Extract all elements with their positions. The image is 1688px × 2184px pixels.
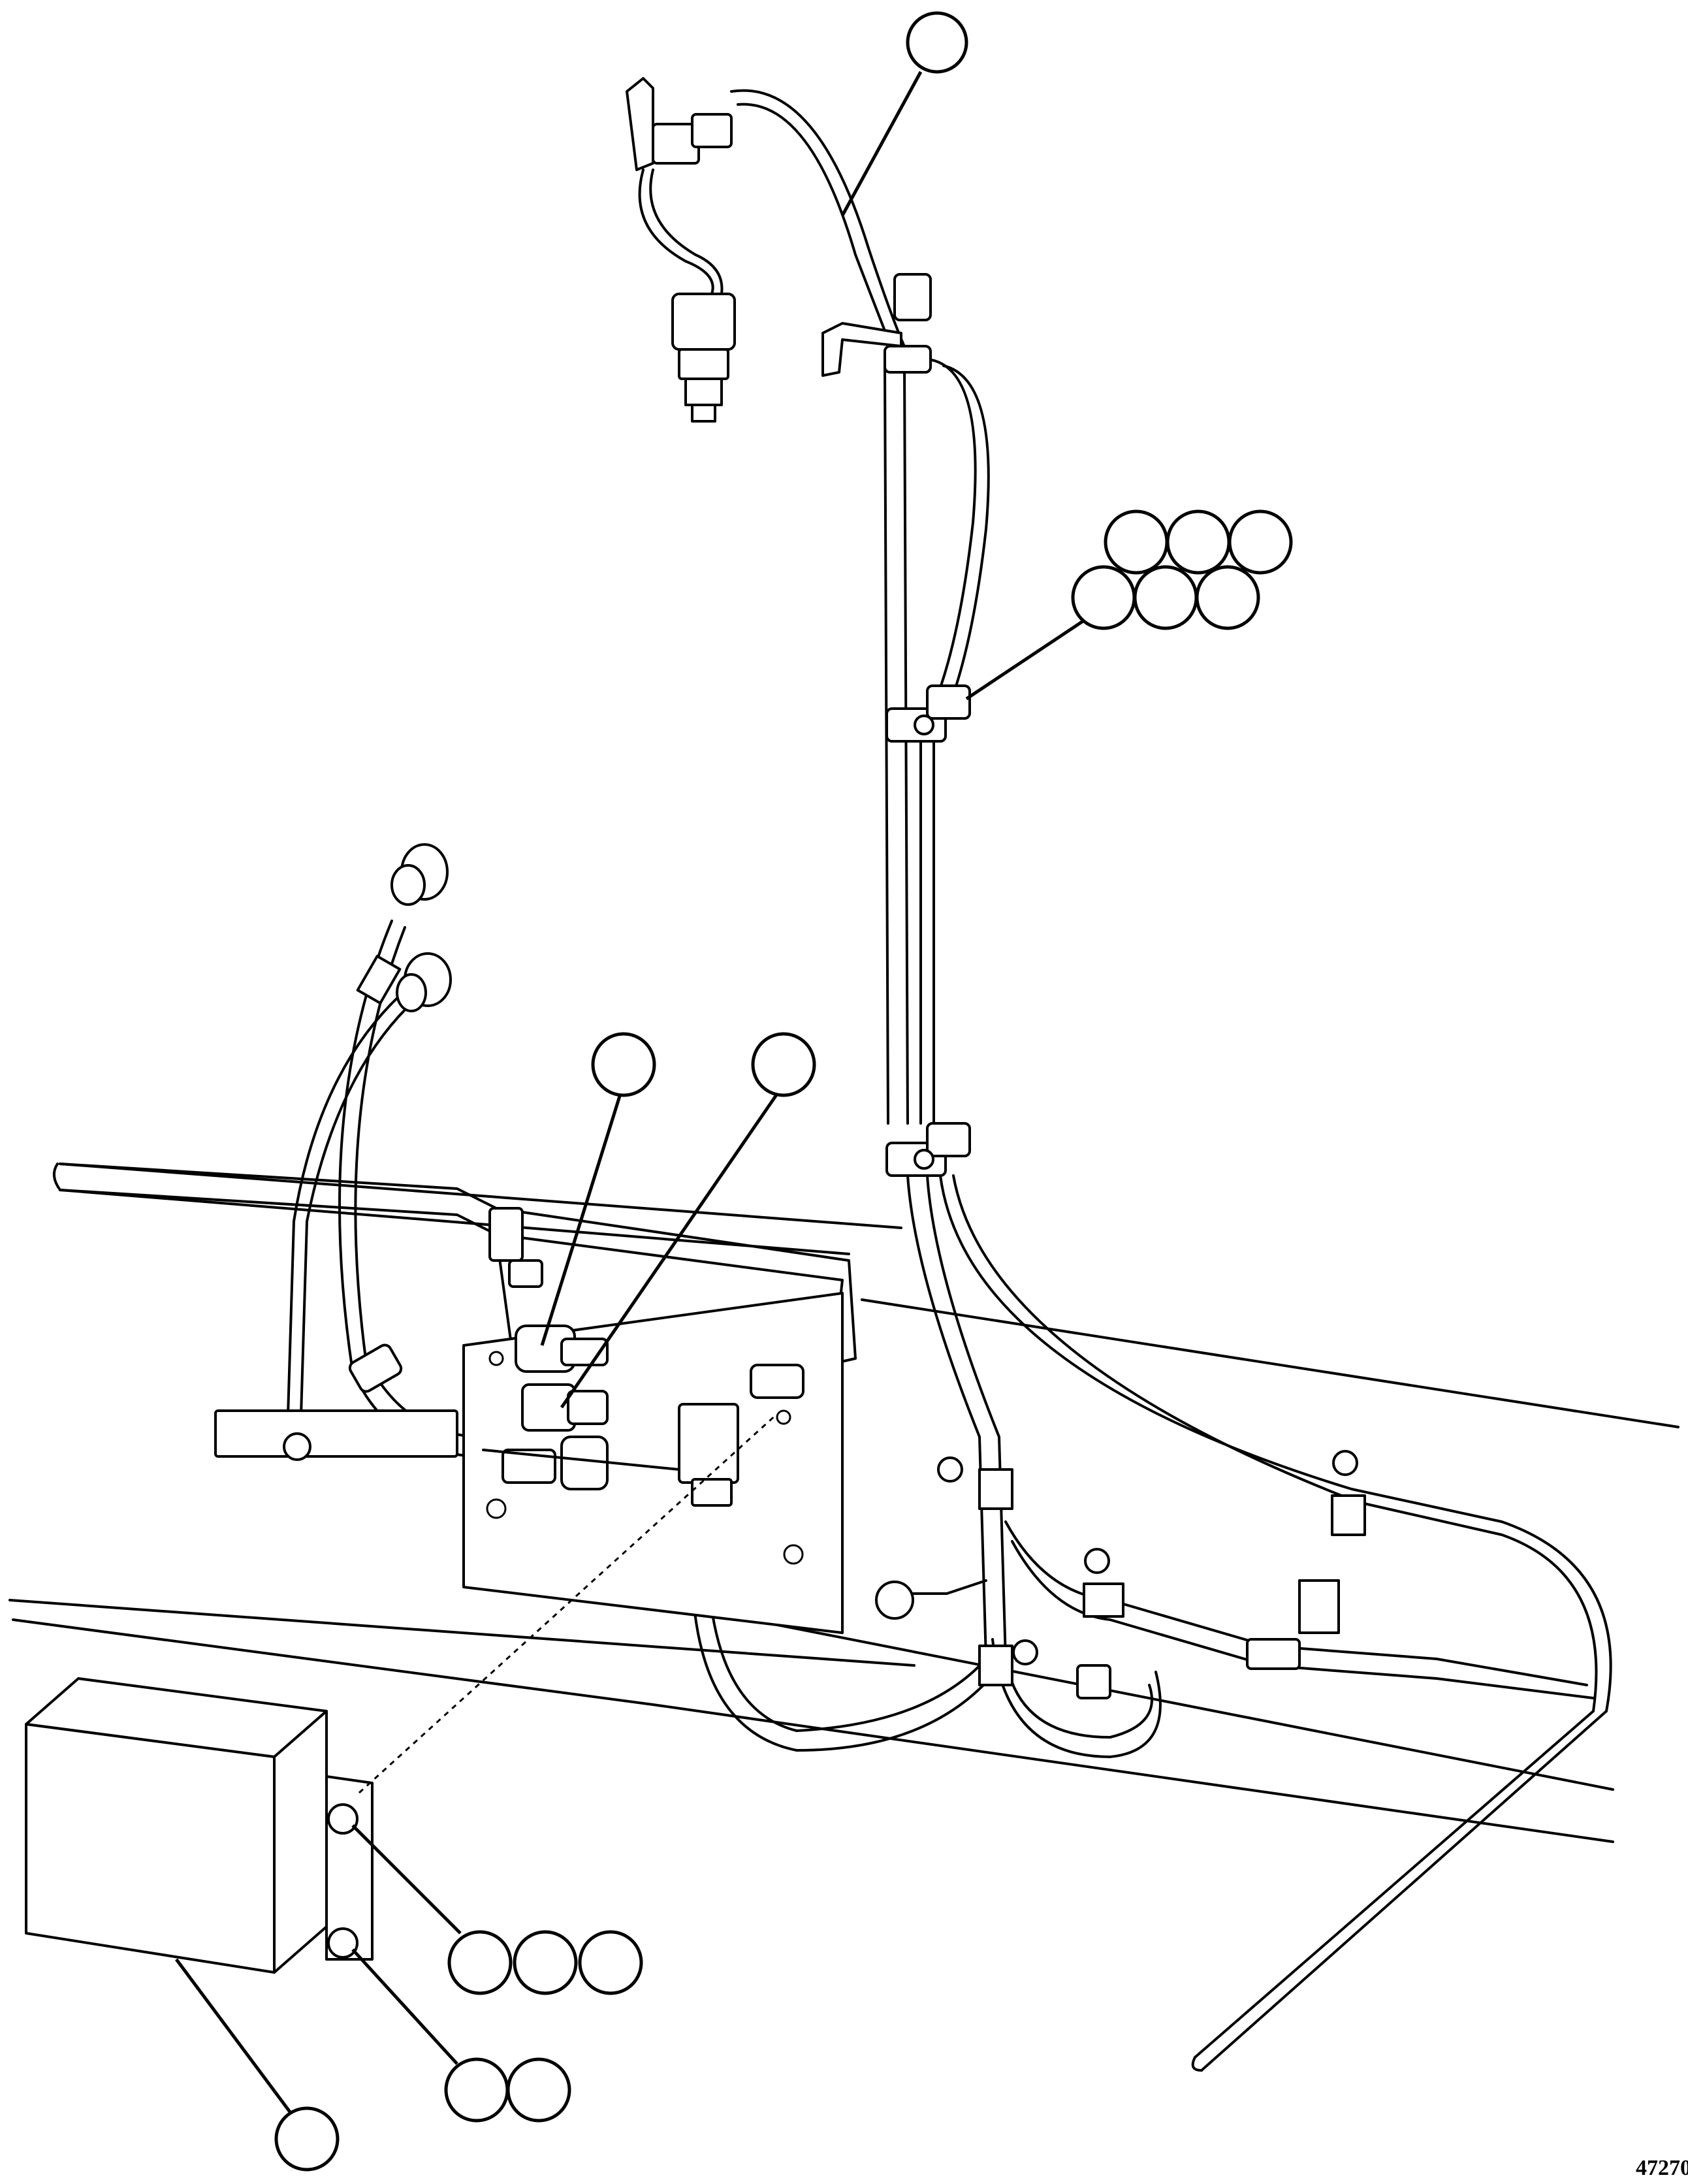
figure-number: 47270 <box>1636 2156 1688 2180</box>
callout-top <box>906 11 968 74</box>
cover-box <box>25 1677 374 1974</box>
callout-fastener-upper-2 <box>513 1930 578 1995</box>
switch-assembly <box>626 77 736 423</box>
callout-fastener-upper-3 <box>578 1930 643 1995</box>
lower-harness <box>691 1174 1612 2072</box>
callout-clamp-group-2 <box>1166 509 1231 575</box>
callout-clamp-group-3 <box>1228 509 1293 575</box>
frame-rails <box>8 1163 1680 1843</box>
harness-clamps <box>885 684 971 1177</box>
callout-clamp-group-4 <box>1071 565 1136 630</box>
upper-bracket <box>821 273 932 377</box>
upper-harness <box>730 89 990 1125</box>
callout-fastener-lower-2 <box>506 2057 571 2123</box>
callout-clamp-group-6 <box>1195 565 1260 630</box>
cable-harness-top <box>59 1163 857 1634</box>
callout-bracket-right <box>751 1032 816 1097</box>
callout-fastener-upper-1 <box>447 1930 513 1995</box>
callout-cover <box>274 2106 340 2172</box>
callout-bracket-left <box>591 1032 656 1097</box>
callout-clamp-group-1 <box>1104 509 1169 575</box>
callouts <box>174 11 1293 2172</box>
callout-clamp-group-5 <box>1133 565 1198 630</box>
callout-fastener-lower-1 <box>444 2057 509 2123</box>
